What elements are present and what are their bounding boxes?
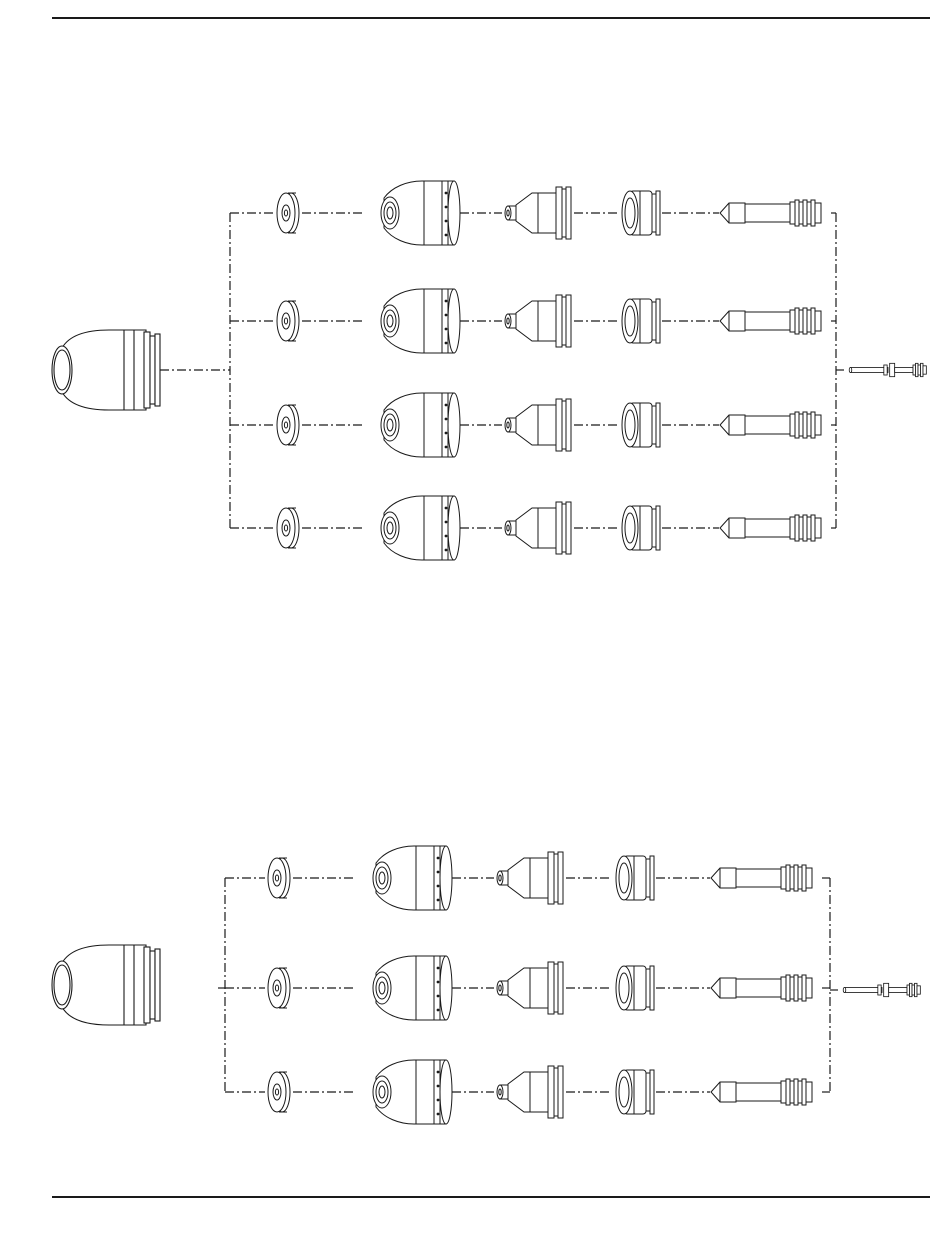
swirl-ring <box>622 191 660 235</box>
torch-tube <box>849 363 926 376</box>
retaining-cap-large <box>52 330 160 410</box>
nozzle <box>497 852 563 904</box>
swirl-ring <box>622 506 660 550</box>
connector-lines <box>160 213 844 1092</box>
retaining-cap <box>373 1060 452 1124</box>
torch-tube <box>843 983 920 996</box>
parts-layer <box>52 181 926 1124</box>
electrode <box>711 975 812 1001</box>
retaining-cap-large <box>52 945 160 1025</box>
electrode <box>711 1079 812 1105</box>
electrode <box>720 515 821 541</box>
retaining-cap <box>381 181 460 245</box>
nozzle <box>505 399 571 451</box>
shield <box>277 508 299 548</box>
swirl-ring <box>616 856 654 900</box>
swirl-ring <box>622 299 660 343</box>
shield <box>268 1072 290 1112</box>
shield <box>268 968 290 1008</box>
nozzle <box>505 502 571 554</box>
electrode <box>720 308 821 334</box>
nozzle <box>505 295 571 347</box>
swirl-ring <box>616 1070 654 1114</box>
electrode <box>711 865 812 891</box>
shield <box>268 858 290 898</box>
retaining-cap <box>373 956 452 1020</box>
nozzle <box>497 1066 563 1118</box>
electrode <box>720 200 821 226</box>
electrode <box>720 412 821 438</box>
nozzle <box>505 187 571 239</box>
retaining-cap <box>373 846 452 910</box>
nozzle <box>497 962 563 1014</box>
retaining-cap <box>381 289 460 353</box>
retaining-cap <box>381 496 460 560</box>
swirl-ring <box>616 966 654 1010</box>
shield <box>277 405 299 445</box>
retaining-cap <box>381 393 460 457</box>
shield <box>277 193 299 233</box>
shield <box>277 301 299 341</box>
swirl-ring <box>622 403 660 447</box>
